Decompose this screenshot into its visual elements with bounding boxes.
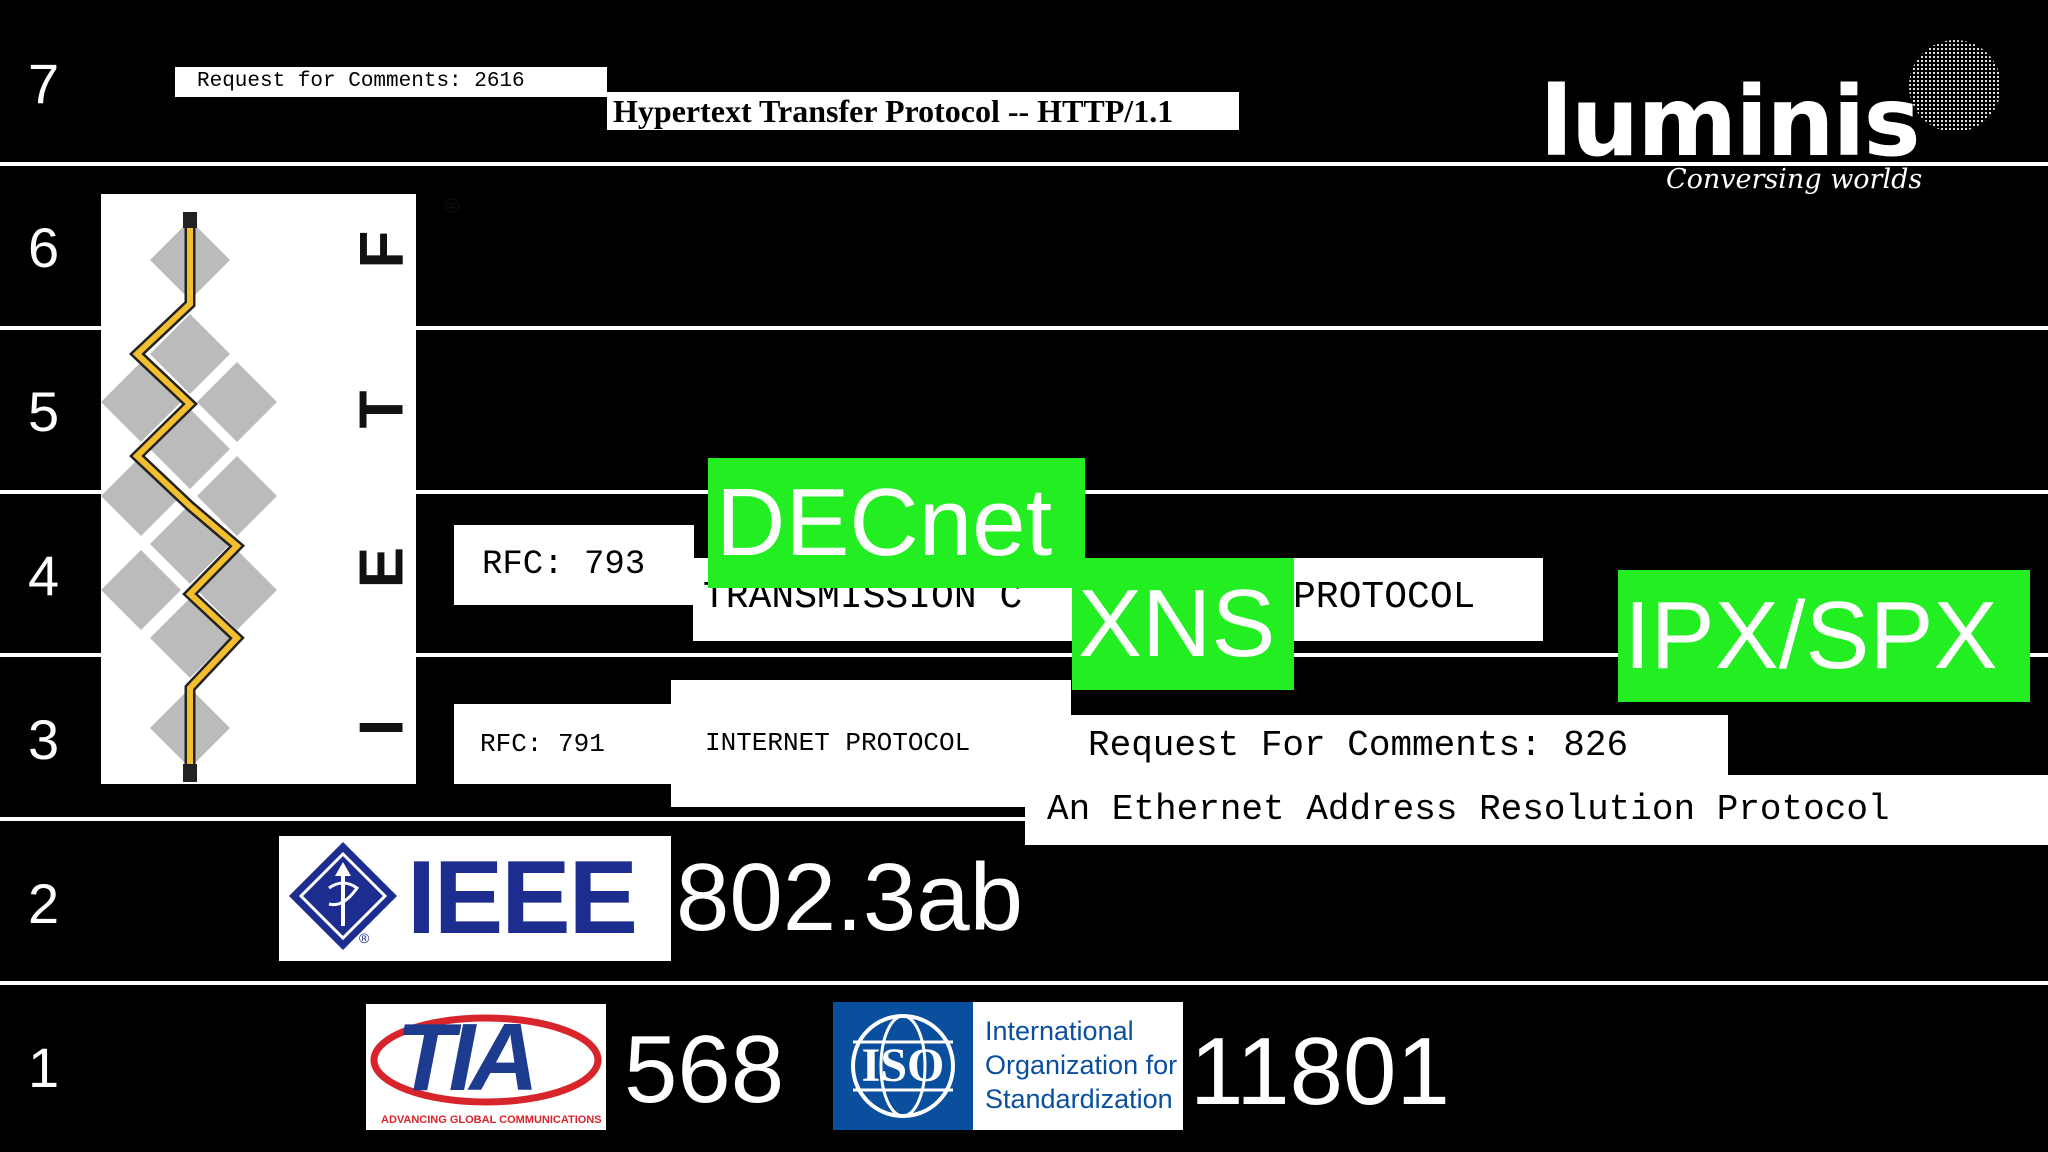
ieee-diamond-icon <box>289 842 397 950</box>
ipx-spx-label: IPX/SPX <box>1618 570 2030 702</box>
iso-standard-number: 11801 <box>1190 1018 1450 1125</box>
layer-divider <box>0 817 2048 821</box>
iso-emblem: ISO <box>833 1002 973 1130</box>
ietf-letter-e: E <box>347 546 417 589</box>
layer-number-1: 1 <box>28 1036 60 1099</box>
iso-name-line-3: Standardization <box>985 1084 1173 1114</box>
ietf-letter-i: I <box>347 718 417 737</box>
luminis-globe-icon <box>1909 40 2001 132</box>
iso-logo: ISO International Organization for Stand… <box>833 1002 1183 1130</box>
rfc-826-title: An Ethernet Address Resolution Protocol <box>1025 775 2048 845</box>
ieee-registered-mark: ® <box>359 930 370 946</box>
tia-standard-number: 568 <box>624 1016 785 1123</box>
layer-divider <box>0 981 2048 985</box>
ietf-letters: I E T F ® <box>301 194 464 784</box>
decnet-label: DECnet <box>708 458 1085 588</box>
layer-divider <box>0 162 2048 166</box>
ietf-registered-mark: ® <box>441 198 464 213</box>
luminis-wordmark: luminis <box>1540 66 1921 178</box>
ietf-logo: I E T F ® <box>101 194 464 784</box>
rfc-793-title-right: PROTOCOL <box>1293 576 1476 619</box>
ieee-wordmark: IEEE <box>407 840 638 956</box>
http-title: Hypertext Transfer Protocol -- HTTP/1.1 <box>607 92 1239 130</box>
tia-slogan: ADVANCING GLOBAL COMMUNICATIONS <box>381 1114 602 1126</box>
rfc-2616-header: Request for Comments: 2616 <box>175 67 607 97</box>
tia-swoosh-graphic <box>370 1014 602 1106</box>
layer-number-6: 6 <box>28 216 60 279</box>
layer-number-3: 3 <box>28 708 60 771</box>
rfc-826-header: Request For Comments: 826 <box>1068 715 1728 777</box>
layer-number-5: 5 <box>28 380 60 443</box>
rfc-791-title: INTERNET PROTOCOL <box>671 680 1071 807</box>
layer-divider <box>0 653 2048 657</box>
ieee-logo: ® IEEE <box>279 836 671 961</box>
layer-divider <box>0 326 2048 330</box>
ietf-letter-t: T <box>347 390 417 429</box>
xns-label: XNS <box>1072 558 1294 690</box>
luminis-logo: luminis Conversing worlds <box>1540 72 2000 202</box>
tia-wordmark: TIA <box>396 1004 539 1111</box>
iso-name-line-1: International <box>985 1016 1134 1046</box>
iso-globe-icon <box>851 1014 955 1118</box>
ieee-standard-number: 802.3ab <box>676 844 1024 951</box>
tia-logo: TIA ADVANCING GLOBAL COMMUNICATIONS <box>366 1004 606 1130</box>
iso-full-name: International Organization for Standardi… <box>985 1014 1177 1116</box>
rfc-793-header: RFC: 793 <box>454 525 694 605</box>
luminis-tagline: Conversing worlds <box>1666 164 1923 195</box>
ietf-letter-f: F <box>347 230 417 269</box>
layer-number-7: 7 <box>28 52 60 115</box>
rfc-791-header: RFC: 791 <box>454 704 672 784</box>
iso-wordmark: ISO <box>861 1039 945 1092</box>
ietf-diamond-graphic <box>101 212 277 782</box>
layer-number-2: 2 <box>28 872 60 935</box>
iso-name-line-2: Organization for <box>985 1050 1178 1080</box>
layer-number-4: 4 <box>28 544 60 607</box>
